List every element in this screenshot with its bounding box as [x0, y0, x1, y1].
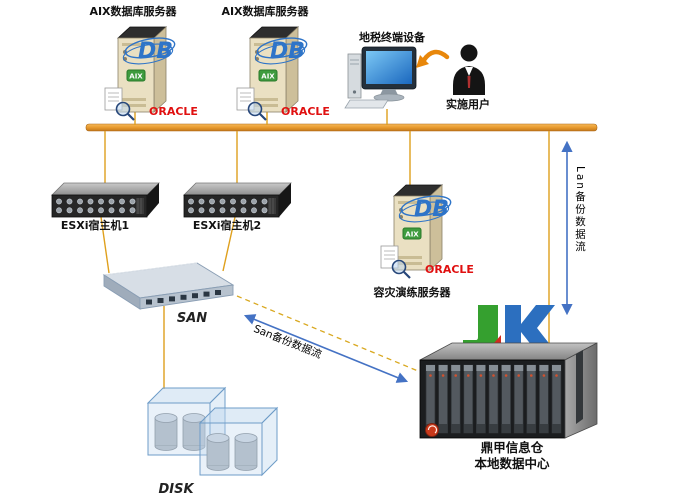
san-backup-flow-arrow [243, 314, 409, 383]
switch-ports [146, 290, 221, 305]
label-lan-backup-flow: Lan备份数据流 [574, 166, 586, 254]
label-esxi-host-1: ESXi宿主机1 [60, 219, 130, 232]
esxi-host-2-icon [183, 182, 292, 218]
label-appliance-line1: 鼎甲信息仓 [480, 440, 544, 455]
label-disaster-drill-server: 容灾演练服务器 [373, 286, 451, 299]
aix-server-1-icon [103, 25, 200, 122]
label-san-switch: SAN [176, 311, 208, 326]
appliance-drive-slots [425, 364, 562, 434]
aix-server-2-icon [235, 25, 332, 122]
network-bus [85, 123, 598, 132]
tax-terminal-icon [344, 46, 417, 109]
label-disk-array: DISK [158, 482, 194, 497]
user-to-terminal-arrow [416, 49, 450, 68]
disk-cylinders [206, 433, 258, 471]
link-esxi1-san [100, 216, 110, 274]
label-aix-server-2: AIX数据库服务器 [221, 5, 309, 18]
monitor-screen [366, 51, 412, 84]
label-aix-server-1: AIX数据库服务器 [89, 5, 177, 18]
disk-cube-2 [198, 406, 279, 477]
keyboard [344, 99, 389, 109]
label-implementation-user: 实施用户 [446, 98, 490, 111]
label-tax-terminal: 地税终端设备 [359, 31, 425, 44]
disk-array-icon [146, 386, 279, 477]
san-switch-icon [102, 262, 235, 310]
jk-logo [463, 305, 555, 351]
label-esxi-host-2: ESXi宿主机2 [192, 219, 262, 232]
label-appliance-line2: 本地数据中心 [474, 456, 550, 471]
backup-appliance-icon [419, 342, 598, 439]
user-icon [453, 44, 485, 95]
esxi-host-1-icon [51, 182, 160, 218]
link-esxi2-san [222, 216, 236, 272]
disaster-drill-server-icon [379, 183, 476, 280]
